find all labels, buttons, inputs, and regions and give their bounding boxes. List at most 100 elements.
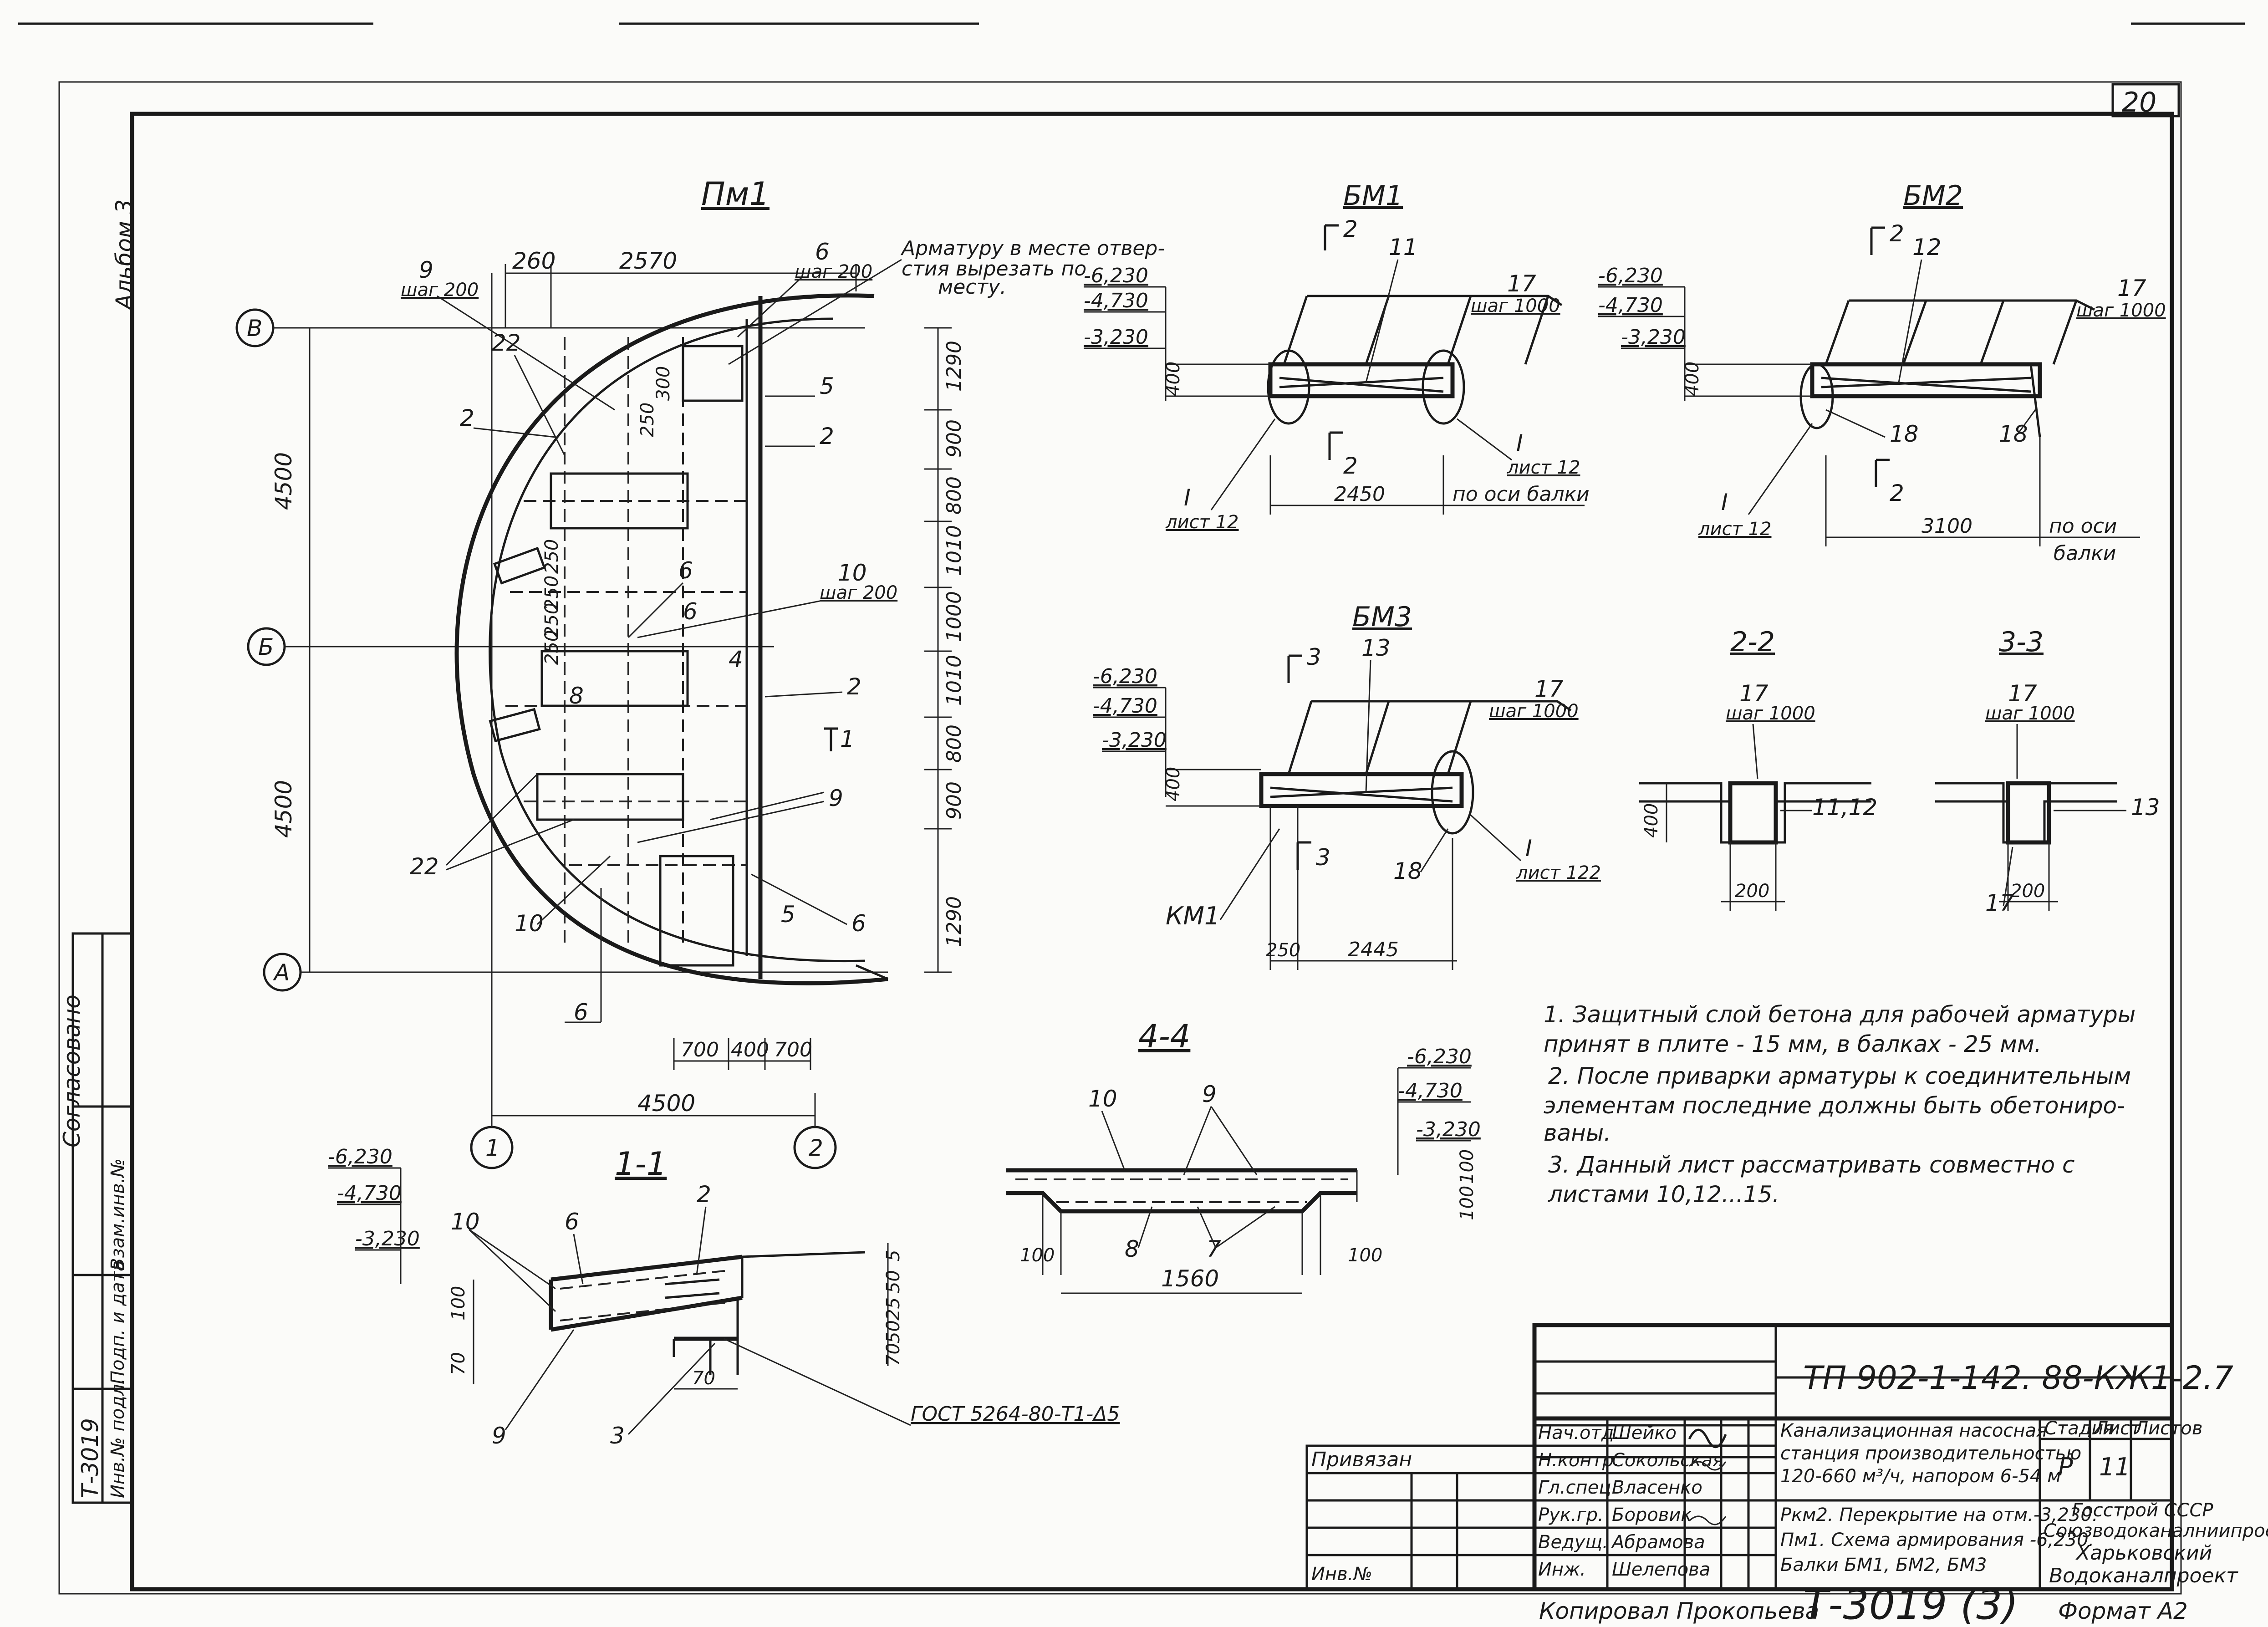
- note-line-5: ваны.: [1544, 1120, 1611, 1146]
- axis-2: 2: [809, 1135, 823, 1161]
- bm3-cut-bottom: 3: [1316, 844, 1330, 871]
- plan-dim-bot-2: 400: [731, 1038, 769, 1061]
- plan-dim-left-2: 4500: [270, 780, 297, 838]
- sec44-pos-8: 8: [1125, 1236, 1139, 1262]
- sec11-dim-3: 5: [883, 1250, 904, 1261]
- sec33-pos-17-b: 17: [1985, 890, 2014, 916]
- sec33-pos-17: 17: [2008, 680, 2037, 707]
- plan-dim-r-9: 1290: [943, 896, 966, 947]
- plan-pos-6-left: 6: [574, 999, 588, 1025]
- tb-project-2: станция производительностью: [1780, 1443, 2081, 1464]
- beam-bm3: БМ3 -6,230 -4,730 -3,230 400 250 2445 13…: [1093, 601, 1601, 970]
- plan-dim-total: 4500: [637, 1090, 695, 1117]
- bm2-level-2: -4,730: [1598, 294, 1663, 317]
- sec22-pos-17: 17: [1739, 680, 1769, 707]
- sec22-pos-1112: 11,12: [1812, 794, 1877, 821]
- tb-role-3: Гл.спец.: [1538, 1477, 1617, 1498]
- sec11-pos-10: 10: [451, 1209, 480, 1235]
- sec44-dim-2: 100: [1457, 1186, 1478, 1220]
- tb-desc-3: Балки БМ1, БМ2, БМ3: [1780, 1555, 1987, 1576]
- side-stamp-entry-1: Инв.№ подл.: [107, 1378, 128, 1498]
- sec11-level-3: -3,230: [355, 1227, 420, 1250]
- bm1-dim-2: 2450: [1334, 483, 1385, 506]
- plan-pos-6-top-step: шаг 200: [795, 261, 872, 282]
- sec33-pos-13: 13: [2131, 794, 2160, 821]
- plan-title: Пм1: [701, 175, 770, 213]
- sec11-pos-3: 3: [610, 1423, 625, 1449]
- tb-signature: [1688, 1428, 1727, 1448]
- plan-dim-r-4: 1010: [943, 525, 966, 576]
- side-stamp-entry-3: Взам.инв.№: [107, 1158, 128, 1270]
- sec44-dim-4: 100: [1348, 1245, 1382, 1266]
- bm1-cut-bottom: 2: [1343, 453, 1358, 479]
- axis-b: Б: [258, 634, 274, 660]
- bm1-title: БМ1: [1343, 180, 1403, 212]
- bm2-title: БМ2: [1903, 180, 1963, 212]
- beam-bm1: БМ1 -6,230 -4,730 -3,230 400 2450 по оси…: [1084, 180, 1590, 533]
- sec33-dim-200: 200: [2010, 881, 2045, 902]
- bm1-ref-right: лист 12: [1507, 457, 1580, 478]
- plan-dim-top-1: 260: [512, 248, 556, 274]
- plan-pos-6-mid2: 6: [683, 598, 698, 625]
- bm3-pos-13: 13: [1361, 635, 1391, 661]
- note-line-2: принят в плите - 15 мм, в балках - 25 мм…: [1544, 1031, 2042, 1057]
- tb-stage-h: Стадия: [2044, 1418, 2114, 1439]
- bm3-pos-17: 17: [1534, 676, 1564, 702]
- tb-sheet: 11: [2099, 1453, 2130, 1481]
- sec44-pos-10: 10: [1088, 1086, 1117, 1112]
- tb-name-5: Абрамова: [1611, 1532, 1705, 1553]
- tb-sheet-h: Лист: [2094, 1418, 2141, 1439]
- section-4-4: 4-4 -6,230 -4,730 -3,230 100 100 100 100…: [1006, 1018, 1481, 1294]
- axis-1: 1: [485, 1135, 500, 1161]
- tb-role-4: Рук.гр.: [1538, 1505, 1604, 1525]
- sec11-dim-1: 100: [448, 1286, 469, 1321]
- plan-dim-r-8: 900: [943, 781, 966, 820]
- bm3-title: БМ3: [1352, 601, 1412, 633]
- plan-dims-right: 1290 900 800 1010 1000 1010 800 900 1290: [924, 327, 966, 973]
- tb-name-4: Боровик: [1612, 1505, 1692, 1525]
- plan-dim-r-5: 1000: [943, 591, 966, 642]
- sec11-level-2: -4,730: [337, 1182, 402, 1205]
- bm3-ref: лист 122: [1516, 862, 1601, 883]
- bm2-pos-18-right: 18: [1999, 421, 2028, 447]
- bm3-node: I: [1525, 835, 1532, 862]
- bm2-ref: лист 12: [1698, 519, 1771, 540]
- sec33-pos-17-step: шаг 1000: [1985, 703, 2075, 724]
- bm1-cut-top: 2: [1343, 216, 1358, 242]
- bm1-node-right: I: [1516, 430, 1523, 456]
- general-notes: 1. Защитный слой бетона для рабочей арма…: [1544, 1001, 2135, 1208]
- sec44-dim-5: 1560: [1161, 1265, 1219, 1292]
- tb-desc-2: Пм1. Схема армирования -6,230.: [1780, 1530, 2094, 1550]
- plan-dim-top-2: 2570: [619, 248, 677, 274]
- sec11-dim-8: 70: [692, 1368, 715, 1389]
- bm2-axis-note: по оси балки: [2049, 515, 2123, 565]
- bm3-dim-1: 400: [1163, 767, 1184, 801]
- tb-org-4: Водоканалпроект: [2049, 1564, 2238, 1587]
- bm3-pos-18: 18: [1393, 858, 1422, 884]
- side-stamp: Согласовано Инв.№ подл. Подп. и дата Вза…: [59, 932, 133, 1504]
- sec22-pos-17-step: шаг 1000: [1726, 703, 1815, 724]
- plan-dim-bot-3: 700: [774, 1038, 812, 1061]
- inner-frame: [130, 112, 2174, 1591]
- bm2-dim-1: 400: [1682, 362, 1703, 396]
- section-3-3: 3-3 17 шаг 1000 200 13 17: [1935, 626, 2160, 916]
- title-block: Привязан Инв.№ ТП 902-1-142. 88-КЖ1-2.7 …: [1305, 1323, 2268, 1591]
- bm1-level-3: -3,230: [1084, 326, 1148, 349]
- bm2-level-1: -6,230: [1598, 264, 1663, 287]
- tb-desc-1: Ркм2. Перекрытие на отм.-3,230.: [1780, 1505, 2098, 1525]
- note-line-7: листами 10,12...15.: [1548, 1181, 1779, 1208]
- axis-v: В: [247, 315, 262, 342]
- plan-inner-dim-2: 300: [653, 366, 674, 401]
- bm2-dim-2: 3100: [1921, 515, 1972, 538]
- bm3-level-2: -4,730: [1093, 694, 1157, 718]
- note-line-1: 1. Защитный слой бетона для рабочей арма…: [1544, 1001, 2135, 1028]
- footer-archive-number: Т-3019 (3): [1803, 1581, 2018, 1627]
- plan-pos-10: 10: [838, 560, 867, 586]
- tb-role-6: Инж.: [1538, 1559, 1586, 1580]
- bm1-ref-left: лист 12: [1165, 512, 1238, 533]
- sec22-dim-400: 400: [1641, 803, 1662, 838]
- plan-dim-r-1: 1290: [943, 341, 966, 392]
- bm3-level-3: -3,230: [1102, 729, 1167, 752]
- bm2-pos-17-step: шаг 1000: [2076, 300, 2166, 321]
- bm1-pos-11: 11: [1389, 234, 1418, 260]
